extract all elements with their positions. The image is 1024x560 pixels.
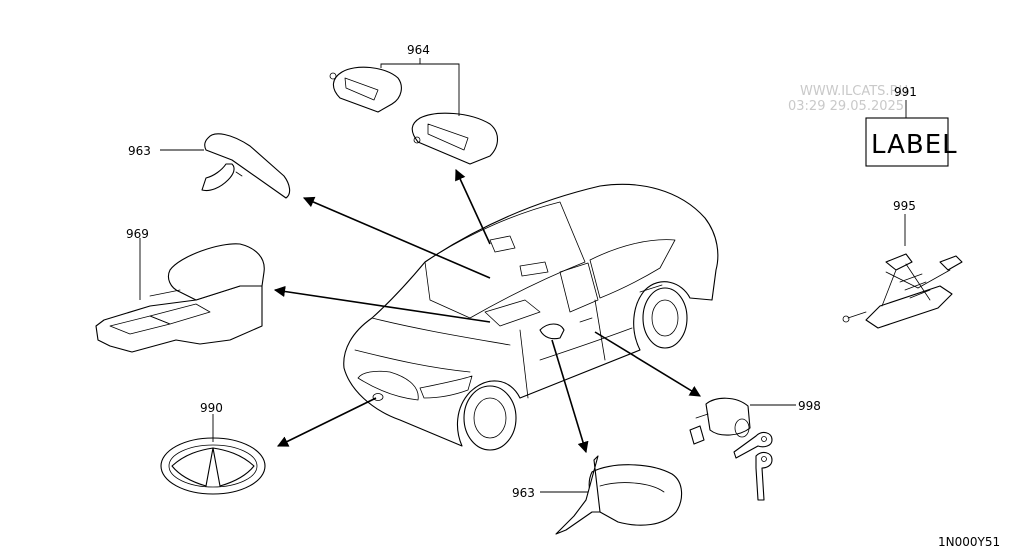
callout-963-inner: 963 [128,144,151,158]
diagram-code: 1N000Y51 [938,535,1000,549]
label-group: 991 LABEL [865,85,958,167]
arrow-to-inner-mirror [302,196,491,279]
watermark-site: WWW.ILCATS.RU [800,84,908,99]
arrow-to-door-mirror [551,339,589,454]
sun-visor-group: 964 [329,43,499,165]
jack-group: 995 [842,199,963,329]
watermark: WWW.ILCATS.RU 03:29 29.05.2025 [788,84,908,114]
inner-mirror-group: 963 [128,133,291,199]
door-mirror [588,464,683,526]
connector-arrows [273,168,701,454]
sun-visor-left [332,66,402,113]
label-box [865,117,949,167]
center-console [95,285,263,353]
callout-969: 969 [126,227,149,241]
callout-964: 964 [407,43,430,57]
label-box-text: LABEL [871,130,958,160]
emblem-group: 990 [160,401,266,495]
callout-991: 991 [894,85,917,99]
watermark-timestamp: 03:29 29.05.2025 [788,99,904,114]
car-body [343,183,719,451]
callout-990: 990 [200,401,223,415]
door-lock-cylinder [705,397,751,436]
key-1 [733,431,773,459]
jack [865,285,953,329]
arrow-to-lock [594,331,701,397]
sun-visor-right [411,112,499,165]
arrow-to-emblem [276,397,377,447]
console-group: 969 [95,227,265,353]
callout-995: 995 [893,199,916,213]
key-2 [755,451,773,501]
door-mirror-group: 963 [512,455,683,535]
arrow-to-console [273,285,491,323]
arrow-to-sun-visor [455,168,491,245]
inner-mirror [204,133,291,199]
callout-998: 998 [798,399,821,413]
callout-963-door: 963 [512,486,535,500]
lock-group: 998 [689,397,821,501]
